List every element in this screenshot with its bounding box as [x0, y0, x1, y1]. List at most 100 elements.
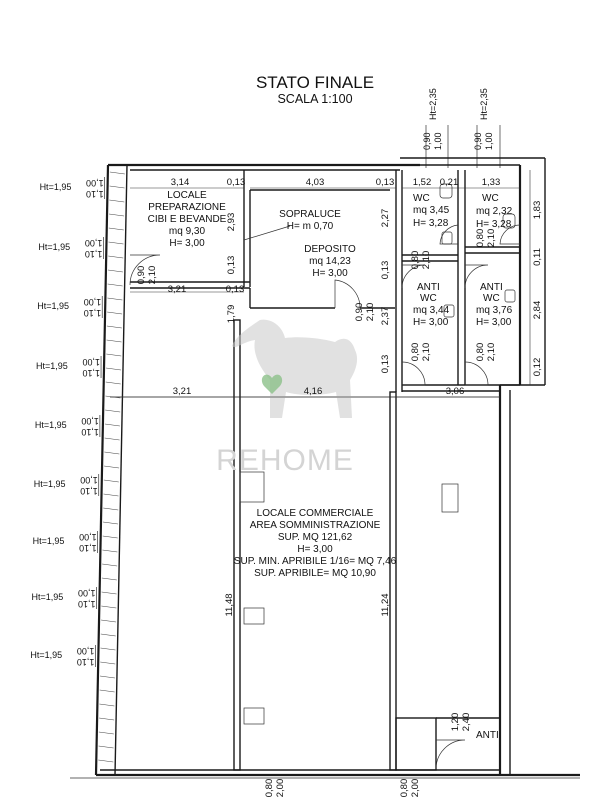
plan-title: STATO FINALE [256, 73, 374, 92]
wall-hatch-mark [109, 185, 125, 189]
watermark-text: REHOME [216, 444, 354, 477]
dim-label: 11,24 [380, 593, 391, 616]
top-window-dim-1b: 1,00 [433, 132, 443, 150]
dim-label: 2,00 [275, 779, 286, 798]
room-deposito-line: DEPOSITO [304, 244, 356, 255]
room-anti1-line: WC [420, 293, 437, 304]
toilet-icon [502, 213, 516, 229]
wall-hatch-mark [103, 493, 119, 497]
top-window-height-2: Ht=2,35 [479, 88, 489, 120]
wall-hatch-mark [108, 241, 124, 245]
room-wc1-line: WC [413, 193, 430, 204]
top-window-dim-2b: 1,00 [484, 132, 494, 150]
dim-label: 0,80 [475, 229, 486, 248]
table-icon [243, 707, 265, 725]
dim-label: 2,10 [486, 229, 497, 248]
room-anti2-line: H= 3,00 [476, 317, 512, 328]
room-prep-line: CIBI E BEVANDE [148, 214, 227, 225]
left-window-height: Ht=1,95 [30, 650, 62, 660]
room-sopraluce-line: SOPRALUCE [279, 209, 341, 220]
dim-label: 1,33 [482, 177, 501, 188]
dim-label: 0,80 [410, 343, 421, 362]
room-wc2-line: H= 3,28 [476, 219, 512, 230]
toilet-icon [439, 183, 453, 199]
left-window-height: Ht=1,95 [37, 301, 69, 311]
left-window-height: Ht=1,95 [40, 182, 72, 192]
room-wc1-line: H= 3,28 [413, 218, 449, 229]
table-icon [243, 607, 265, 625]
dim-label: 2,00 [410, 779, 421, 798]
room-sopraluce-label: SOPRALUCE H= m 0,70 [279, 209, 341, 232]
dim-label: 0,80 [410, 251, 421, 270]
room-wc1-label: WC mq 3,45 H= 3,28 [413, 193, 450, 229]
wall-hatch-mark [105, 367, 122, 371]
room-deposito-label: DEPOSITO mq 14,23 H= 3,00 [304, 244, 356, 279]
room-sopraluce-line: H= m 0,70 [287, 221, 334, 232]
dim-label: 2,10 [421, 343, 432, 362]
dim-label: 0,13 [226, 284, 245, 295]
room-main-label: LOCALE COMMERCIALE AREA SOMMINISTRAZIONE… [234, 508, 397, 579]
dim-label: 0,90 [136, 266, 147, 285]
left-window-dim-b: 1,10 [77, 657, 95, 667]
dim-label: 3,21 [173, 386, 192, 397]
wall-hatch-mark [98, 731, 114, 735]
plan-scale: SCALA 1:100 [277, 92, 352, 106]
left-window-dim-a: 1,00 [77, 646, 95, 656]
room-anti3-label: ANTI [476, 730, 499, 741]
wall-hatch-mark [103, 479, 119, 483]
left-window-height: Ht=1,95 [38, 242, 70, 252]
room-anti2-label: ANTI WC mq 3,76 H= 3,00 [476, 282, 513, 328]
room-wc2-line: WC [482, 193, 499, 204]
dim-label: 3,21 [168, 284, 187, 295]
wall-hatch-mark [100, 647, 116, 651]
wall-hatch-mark [107, 297, 123, 301]
left-window-dim-a: 1,00 [85, 238, 103, 248]
table-icon [239, 471, 265, 503]
top-window-annotations: Ht=2,35 0,90 1,00 Ht=2,35 0,90 1,00 [422, 88, 501, 168]
top-window-dim-2a: 0,90 [473, 132, 483, 150]
dim-label: 2,40 [461, 713, 472, 732]
wall-hatch-mark [109, 171, 125, 175]
horizontal-dimensions: 3,14 0,13 4,03 0,13 1,52 0,21 1,33 3,21 … [110, 177, 520, 398]
room-prep-label: LOCALE PREPARAZIONE CIBI E BEVANDE mq 9,… [148, 190, 227, 249]
dim-label: 3,06 [446, 386, 465, 397]
wall-hatch-mark [102, 521, 119, 525]
dim-label: 2,37 [380, 307, 391, 326]
left-window-dim-b: 1,10 [86, 189, 104, 199]
wall-hatch-mark [108, 227, 124, 231]
wall-hatch-mark [107, 269, 123, 273]
dim-label: 0,13 [380, 261, 391, 280]
room-deposito-line: H= 3,00 [312, 268, 348, 279]
room-anti2-line: mq 3,76 [476, 305, 513, 316]
room-anti1-label: ANTI WC mq 3,44 H= 3,00 [413, 282, 450, 328]
heart-icon [261, 374, 283, 394]
room-main-line: SUP. MQ 121,62 [278, 532, 353, 543]
dim-label: 0,13 [227, 177, 246, 188]
room-wc2-label: WC mq 2,32 H= 3,28 [476, 193, 513, 230]
dim-label: 0,13 [226, 256, 237, 275]
wall-hatch-mark [105, 409, 121, 413]
wall-hatch-mark [102, 549, 118, 553]
wall-hatch-mark [103, 507, 119, 511]
wall-hatch-mark [100, 661, 116, 665]
room-main-line: H= 3,00 [297, 544, 333, 555]
wall-hatch-mark [104, 451, 120, 455]
dim-label: 2,10 [421, 251, 432, 270]
dim-label: 0,90 [354, 303, 365, 322]
room-main-line: SUP. APRIBILE= MQ 10,90 [254, 568, 376, 579]
dim-label: 0,80 [399, 779, 410, 798]
wall-hatch-mark [109, 199, 125, 203]
wall-hatch-mark [106, 339, 122, 343]
dim-label: 11,48 [224, 593, 235, 616]
room-main-line: SUP. MIN. APRIBILE 1/16= MQ 7,46 [234, 556, 397, 567]
wall-hatch-mark [101, 605, 117, 609]
dim-label: 1,20 [450, 713, 461, 732]
left-window-dim-b: 1,10 [78, 599, 96, 609]
top-window-dim-1a: 0,90 [422, 132, 432, 150]
wall-hatch-mark [99, 675, 115, 679]
room-wc1-line: mq 3,45 [413, 205, 450, 216]
vertical-dimensions: 2,93 0,13 0,90 2,10 1,79 2,27 0,13 0,90 … [136, 170, 543, 797]
wall-hatch-mark [106, 353, 122, 357]
